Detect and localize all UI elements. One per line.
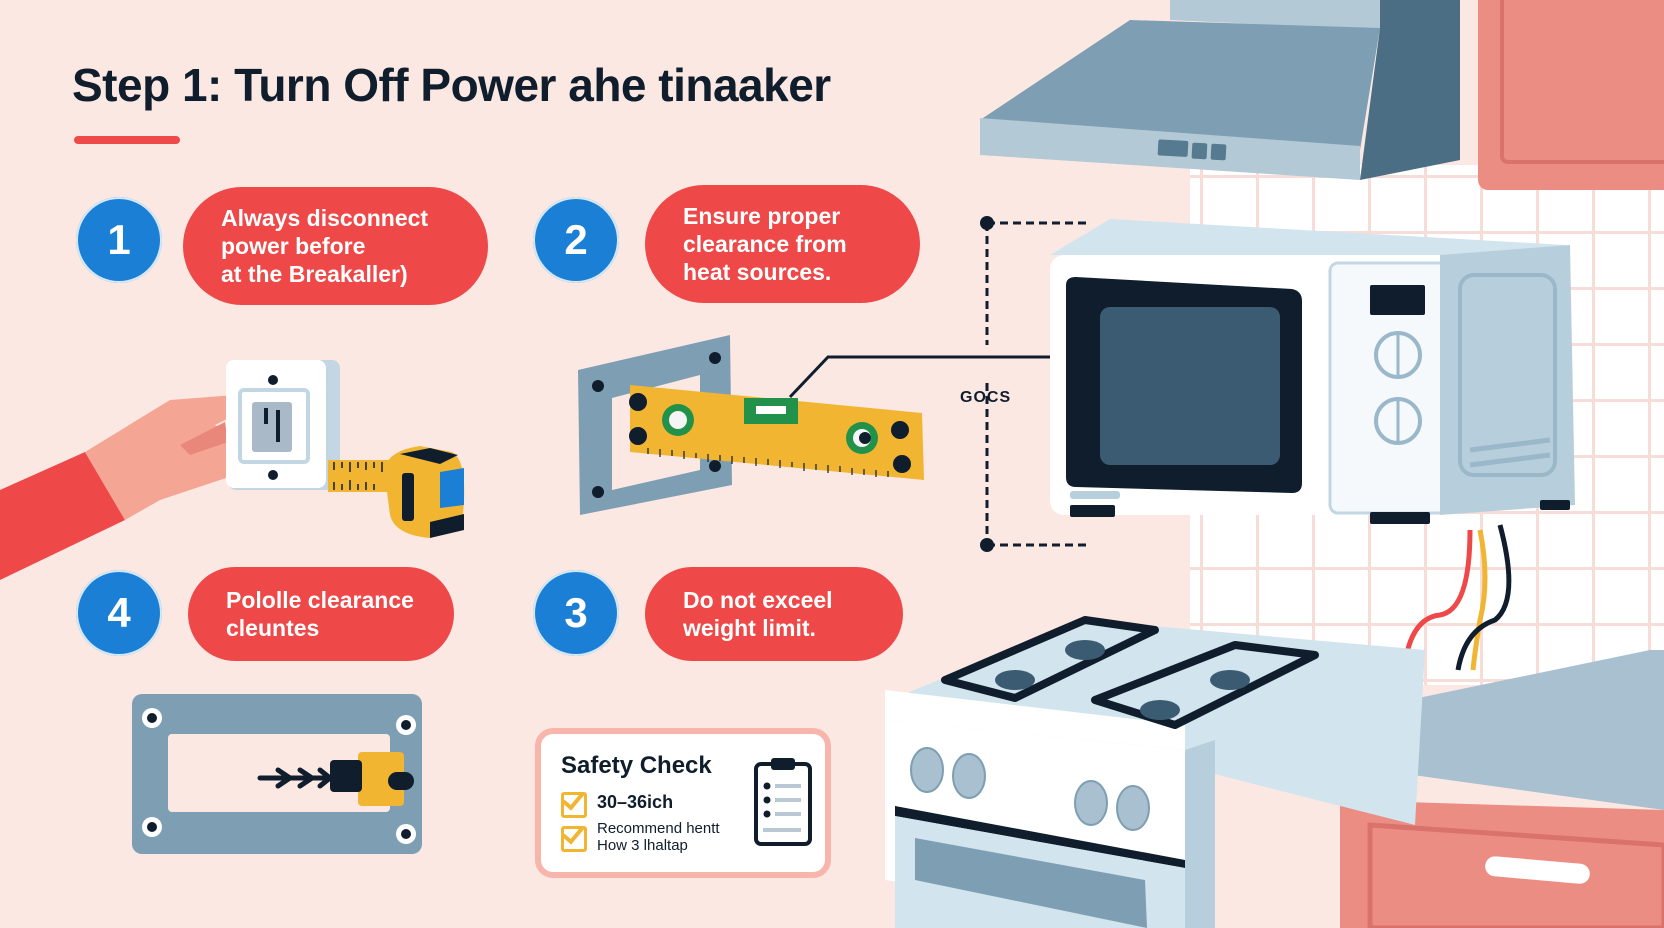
step-2-line-3: heat sources. xyxy=(683,259,832,285)
microwave-illustration xyxy=(1050,219,1575,524)
clipboard-checklist-icon xyxy=(754,758,812,846)
safety-check-item-1: 30–36ich xyxy=(561,792,673,818)
dimension-lines xyxy=(980,216,1087,552)
tape-measure-icon xyxy=(328,446,465,538)
step-2-line-2: clearance from xyxy=(683,231,847,257)
hand-outlet-illustration xyxy=(0,360,465,580)
step-1-line-3: at the Breakaller) xyxy=(221,261,408,287)
gas-stove-illustration xyxy=(885,616,1425,928)
step-number-2: 2 xyxy=(533,197,619,283)
spirit-level-icon xyxy=(629,385,924,480)
step-3-line-2: weight limit. xyxy=(683,615,816,641)
step-1-line-2: power before xyxy=(221,233,366,259)
step-bubble-1: Always disconnect power before at the Br… xyxy=(183,187,488,305)
checkbox-checked-icon xyxy=(561,826,587,852)
step-number-1: 1 xyxy=(76,197,162,283)
safety-check-item-1-text: 30–36ich xyxy=(597,792,674,812)
dimension-label: GOCS xyxy=(960,389,1012,406)
safety-check-title: Safety Check xyxy=(561,752,712,779)
level-bracket-illustration xyxy=(578,335,1080,515)
step-bubble-4: Pololle clearance cleuntes xyxy=(188,567,454,661)
step-2-line-1: Ensure proper xyxy=(683,203,841,229)
step-number-3: 3 xyxy=(533,570,619,656)
page-title: Step 1: Turn Off Power ahe tinaaker xyxy=(72,59,831,111)
hand-icon xyxy=(0,395,262,580)
step-bubble-3: Do not exceel weight limit. xyxy=(645,567,903,661)
safety-check-card: Safety Check 30–36ich Recommend hentt Ho… xyxy=(535,728,831,878)
power-outlet-icon xyxy=(226,360,340,490)
safety-check-item-2: Recommend hentt How 3 lhaltap xyxy=(561,820,720,854)
step-number-4: 4 xyxy=(76,570,162,656)
safety-check-item-2-line-1: Recommend hentt xyxy=(597,820,720,837)
step-3-line-1: Do not exceel xyxy=(683,587,833,613)
range-hood-icon xyxy=(980,0,1460,180)
step-1-line-1: Always disconnect xyxy=(221,205,429,231)
step-4-line-1: Pololle clearance xyxy=(226,587,414,613)
bracket-drill-illustration xyxy=(132,694,422,854)
step-4-line-2: cleuntes xyxy=(226,615,320,641)
upper-cabinet xyxy=(1478,0,1664,190)
step-bubble-2: Ensure proper clearance from heat source… xyxy=(645,185,920,303)
title-underline xyxy=(74,136,180,144)
safety-check-item-2-line-2: How 3 lhaltap xyxy=(597,837,688,854)
checkbox-checked-icon xyxy=(561,792,587,818)
drill-icon xyxy=(257,752,414,806)
